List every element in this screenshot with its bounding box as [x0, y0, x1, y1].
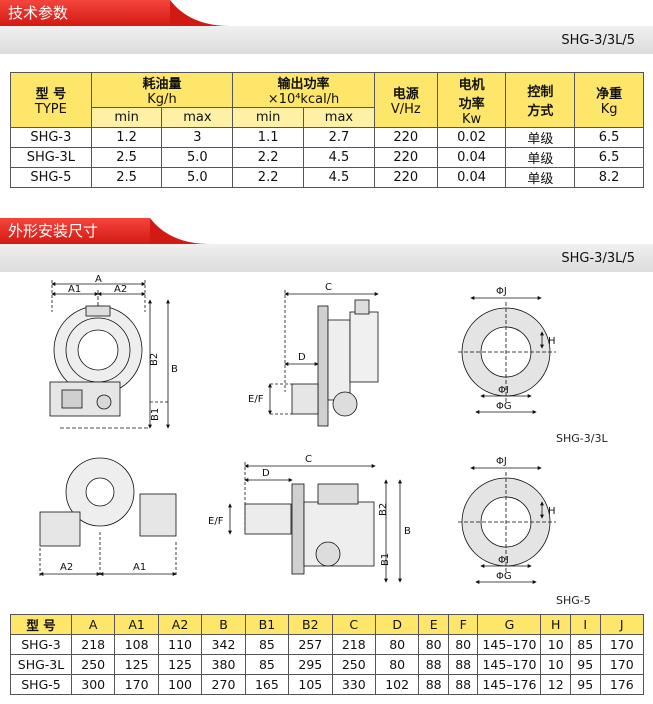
dim-label: ΦG [496, 401, 512, 412]
dim-label: B2 [378, 503, 389, 516]
banner-tail [170, 0, 230, 26]
header-control: 控制方式 [505, 72, 576, 128]
flange-view-shg5 [458, 466, 556, 584]
model-bar [0, 26, 653, 54]
dim-label: A2 [60, 562, 73, 573]
dim-label: D [262, 468, 270, 479]
dimension-drawings: A A1 A2 B2 B B1 C D E/F ΦJ H ΦI ΦG A2 A1… [39, 274, 556, 584]
model-label: SHG-3/3L/5 [561, 251, 635, 266]
side-view-shg3 [268, 290, 379, 427]
model-label: SHG-3/3L/5 [561, 33, 635, 48]
front-view-shg3 [49, 280, 170, 429]
flange-view-shg3 [458, 296, 556, 414]
sub-header: max [303, 107, 375, 128]
sub-header: min [232, 107, 305, 128]
section-title: 外形安装尺寸 [8, 222, 99, 240]
dim-label: B [171, 364, 178, 375]
dim-label: C [305, 454, 312, 465]
dim-label: B1 [380, 553, 391, 566]
dim-label: A1 [68, 284, 81, 295]
header-type: 型 号 [10, 614, 72, 635]
dim-label: E/F [208, 516, 224, 527]
dim-label: ΦJ [496, 456, 507, 467]
dim-label: ΦI [498, 385, 509, 396]
dim-label: A1 [133, 562, 146, 573]
diagram-caption: SHG-3/3L [556, 432, 608, 445]
dim-label: A2 [114, 284, 127, 295]
sub-header: max [161, 107, 234, 128]
dim-label: B2 [149, 353, 160, 366]
diagram-caption: SHG-5 [556, 594, 591, 607]
dim-label: H [548, 336, 556, 347]
dim-label: ΦG [496, 571, 512, 582]
dim-label: H [548, 506, 556, 517]
section-title: 技术参数 [8, 4, 69, 22]
dim-label: ΦJ [496, 286, 507, 297]
dim-label: E/F [248, 394, 264, 405]
header-output: 输出功率×10⁴kcal/h [232, 72, 375, 108]
dim-label: ΦI [498, 555, 509, 566]
section-banner-dimensions: 外形安装尺寸 [0, 218, 210, 244]
top-view-shg5 [39, 457, 177, 577]
banner-tail [150, 218, 210, 244]
dim-label: C [325, 282, 332, 293]
model-bar [0, 244, 653, 272]
side-view-shg5 [228, 462, 402, 583]
section-banner-specs: 技术参数 [0, 0, 230, 26]
dim-label: A [95, 274, 102, 285]
dim-label: D [298, 352, 306, 363]
dim-label: B1 [150, 408, 161, 421]
dim-label: B [404, 526, 411, 537]
sub-header: min [90, 107, 163, 128]
